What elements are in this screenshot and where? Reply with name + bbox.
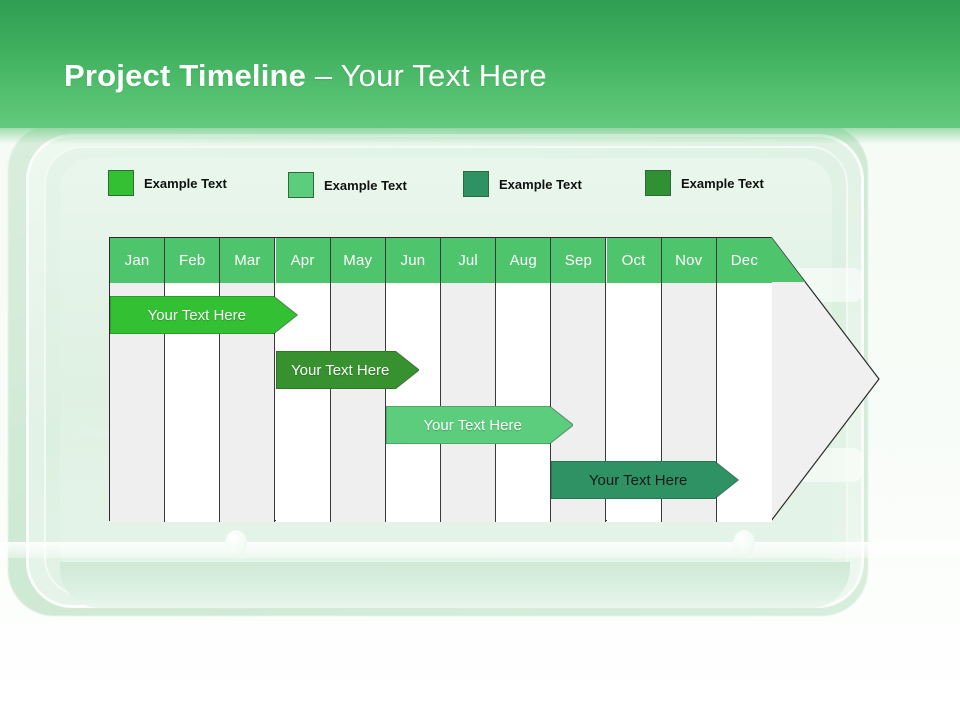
month-column-may: May (330, 238, 386, 522)
bezel-dot-right (733, 530, 755, 556)
timeline-bar-arrow-icon (275, 351, 419, 389)
timeline-bar[interactable]: Your Text Here (110, 296, 298, 334)
month-header-sep[interactable]: Sep (551, 238, 606, 283)
timeline-bar-label: Your Text Here (423, 416, 522, 434)
month-column-feb: Feb (165, 238, 221, 522)
month-column-body (441, 283, 496, 522)
month-header-jan[interactable]: Jan (110, 238, 165, 283)
bezel-base-band (60, 562, 850, 608)
month-column-jan: Jan (110, 238, 166, 522)
month-header-nov[interactable]: Nov (661, 238, 716, 283)
month-header-mar[interactable]: Mar (220, 238, 275, 283)
month-header-may[interactable]: May (330, 238, 385, 283)
legend-item-label: Example Text (499, 176, 582, 192)
legend-swatch-icon (463, 171, 489, 197)
legend-item-label: Example Text (681, 175, 764, 191)
page-title-bold: Project Timeline (64, 58, 315, 93)
month-header-jun[interactable]: Jun (385, 238, 440, 283)
month-header-oct[interactable]: Oct (606, 238, 661, 283)
month-column-mar: Mar (220, 238, 276, 522)
month-column-aug: Aug (496, 238, 552, 522)
page-title-rest: – Your Text Here (314, 58, 547, 93)
legend-swatch-icon (108, 170, 134, 196)
legend-item: Example Text (288, 172, 407, 198)
page-title: Project Timeline – Your Text Here (64, 58, 547, 94)
legend-item: Example Text (108, 170, 227, 196)
bezel-sheen (0, 542, 960, 558)
timeline-bar-arrow-icon (110, 296, 298, 334)
legend-swatch-icon (645, 170, 671, 196)
legend-swatch-icon (288, 172, 314, 198)
month-header-aug[interactable]: Aug (496, 238, 551, 283)
legend-item: Example Text (463, 171, 582, 197)
legend-item-label: Example Text (324, 177, 407, 193)
timeline-bar-arrow-icon (551, 461, 739, 499)
legend-item: Example Text (645, 170, 764, 196)
timeline-bar[interactable]: Your Text Here (275, 351, 419, 389)
bezel-dot-left (225, 530, 247, 556)
timeline-bar[interactable]: Your Text Here (551, 461, 739, 499)
timeline-bar-label: Your Text Here (588, 471, 688, 489)
timeline-bar-label: Your Text Here (147, 306, 246, 324)
month-column-body (330, 283, 385, 522)
month-header-feb[interactable]: Feb (165, 238, 220, 283)
month-column-jun: Jun (385, 238, 441, 522)
month-column-dec: Dec (716, 238, 772, 522)
month-column-jul: Jul (441, 238, 497, 522)
timeline-bar-arrow-icon (385, 406, 574, 444)
timeline-bar[interactable]: Your Text Here (385, 406, 574, 444)
month-column-body (496, 283, 551, 522)
title-band (0, 0, 960, 144)
legend-item-label: Example Text (144, 175, 227, 191)
month-column-body (385, 283, 440, 522)
timeline-bar-label: Your Text Here (291, 361, 390, 379)
month-header-dec[interactable]: Dec (716, 238, 772, 283)
month-header-jul[interactable]: Jul (441, 238, 496, 283)
month-header-apr[interactable]: Apr (275, 238, 330, 283)
legend: Example Text Example Text Example Text Exam… (108, 168, 808, 198)
